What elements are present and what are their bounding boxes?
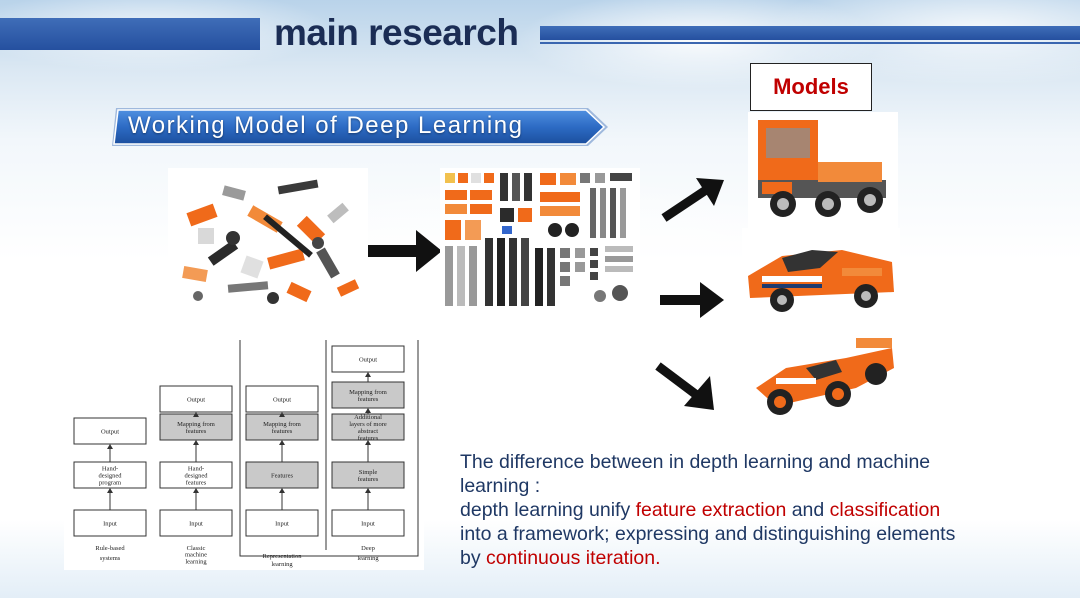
diagram-column-label: Rule-based [95,545,125,552]
diagram-arrow-head [107,444,113,449]
banner-arrow-shape [112,108,608,146]
diagram-column-label: Deep [361,545,375,552]
diagram-arrow-head [279,488,285,493]
diagram-box-label: Input [361,521,375,528]
diagram-arrow-head [365,408,371,413]
description-line: by continuous iteration. [460,546,1040,570]
diagram-box [73,461,147,489]
diagram-column-label: systems [100,555,121,562]
scattered-bricks-picture [168,168,368,318]
model-racer-picture [746,328,900,424]
diagram-arrow-head [365,440,371,445]
description-fragment: and [786,499,830,521]
diagram-arrow-head [107,488,113,493]
diagram-arrow-head [193,488,199,493]
diagram-box-label: Output [101,429,119,436]
models-label: Models [773,74,849,99]
diagram-box-label: Features [271,473,293,480]
diagram-box [331,345,405,373]
diagram-box [159,509,233,537]
highlight-feature-extraction: feature extraction [635,499,787,521]
model-truck-picture [748,112,898,228]
diagram-box-label: Output [359,357,377,364]
diagram-box [331,413,405,441]
model-car-picture [742,228,900,324]
banner-label: Working Model of Deep Learning [128,112,524,139]
diagram-box-label: Output [187,397,205,404]
header-bar-right-line [540,42,1080,44]
diagram-box [245,413,319,441]
diagram-box-label: Input [103,521,117,528]
header-bar-left [0,18,260,50]
sorted-bricks-picture [440,168,640,316]
description-line: depth learning unify feature extraction … [460,498,1040,522]
diagram-arrow-head [193,440,199,445]
description-fragment: depth learning unify [460,499,636,521]
models-label-box: Models [750,63,872,111]
description-line: learning : [460,475,541,497]
diagram-column-label: learning [357,555,379,562]
arrow-down-right-icon [655,362,714,410]
header-bar-right [540,26,1080,40]
diagram-column-label: Classic [187,545,206,552]
diagram-arrow-head [365,488,371,493]
diagram-box [245,509,319,537]
diagram-box [159,413,233,441]
diagram-box [331,509,405,537]
arrow-up-right-icon [661,178,724,222]
diagram-arrow-head [365,372,371,377]
diagram-box [159,385,233,413]
description-line: into a framework; expressing and disting… [460,523,956,545]
description-fragment: by [460,547,487,569]
diagram-box-label: Input [275,521,289,528]
diagram-group-label: learning [271,561,293,568]
highlight-classification: classification [829,499,941,521]
diagram-box-label: Input [189,521,203,528]
diagram-box [73,509,147,537]
highlight-continuous-iteration: continuous iteration. [486,547,661,569]
diagram-box [245,385,319,413]
description-line: The difference between in depth learning… [460,451,931,473]
diagram-box-label: Output [273,397,291,404]
diagram-arrow-head [279,440,285,445]
diagram-box [73,417,147,445]
diagram-box [245,461,319,489]
arrow-right-icon [660,282,724,318]
description-text: The difference between in depth learning… [460,450,1040,570]
arrow-right-icon [368,230,442,272]
slide-title: main research [274,12,519,53]
diagram-arrow-head [193,412,199,417]
diagram-group-label: Representation [263,553,303,560]
diagram-box [331,381,405,409]
diagram-arrow-head [279,412,285,417]
